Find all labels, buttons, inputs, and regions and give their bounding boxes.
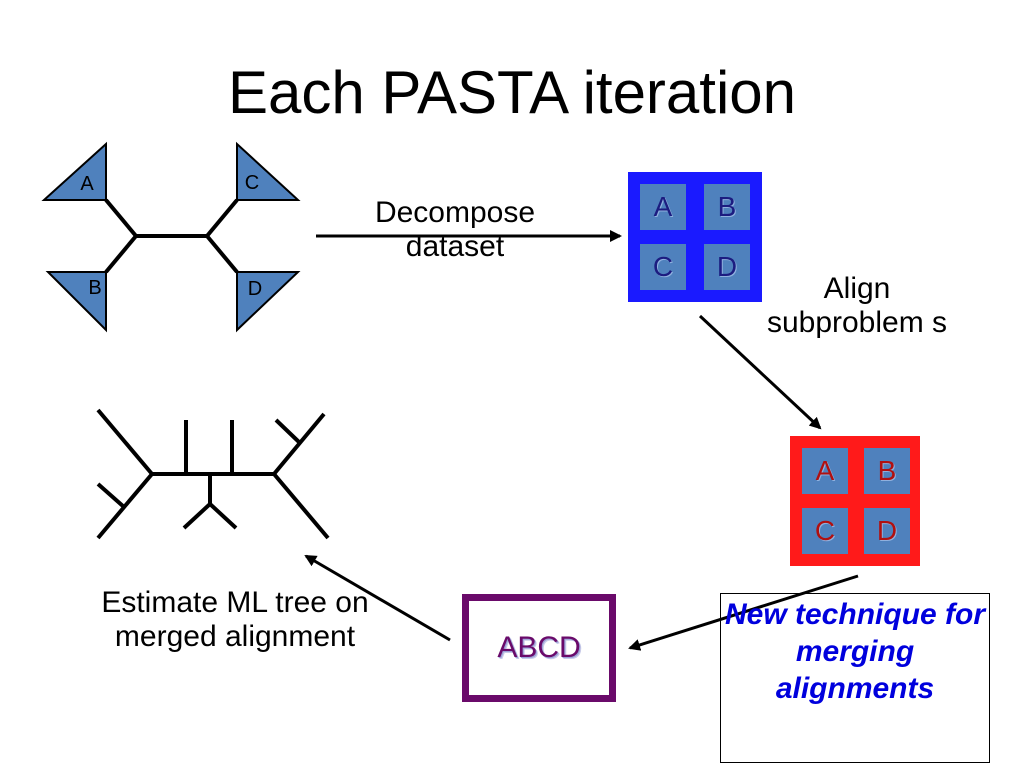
aligned-tile-d: D	[860, 504, 914, 558]
new-technique-label: New technique for merging alignments	[724, 598, 986, 705]
subset-tile-a: A	[636, 180, 690, 234]
merged-alignment-label: ABCD	[497, 631, 581, 664]
tree-branches	[104, 198, 239, 274]
align-label-text: Align subproblem s	[766, 272, 948, 339]
subset-tile-d: D	[700, 240, 754, 294]
arrow-merge	[628, 574, 859, 651]
aligned-tile-a: A	[798, 444, 852, 498]
subsets-aligned: A B C D	[790, 436, 920, 566]
merged-alignment-box: ABCD	[462, 594, 616, 702]
tree-leaf-label-a: A	[80, 173, 94, 195]
triangle-c	[236, 141, 301, 201]
tree-leaf-label-d: D	[248, 278, 262, 300]
tree-leaf-label-b: B	[88, 277, 101, 299]
triangle-a	[41, 141, 107, 201]
aligned-tile-b: B	[860, 444, 914, 498]
triangle-d	[236, 271, 301, 333]
decompose-label: Decompose dataset	[374, 196, 536, 263]
arrow-align	[698, 314, 822, 430]
arrow-estimate	[304, 554, 451, 642]
estimate-label: Estimate ML tree on merged alignment	[101, 586, 369, 653]
new-technique-box: New technique for merging alignments	[720, 593, 990, 763]
align-label: Align subproblem s	[752, 272, 962, 340]
tree-leaf-label-c: C	[245, 172, 259, 194]
slide-title: Each PASTA iteration	[227, 59, 797, 126]
subset-tile-c: C	[636, 240, 690, 294]
ml-tree	[96, 408, 330, 540]
subsets-unaligned: A B C D	[628, 172, 762, 302]
subset-tile-b: B	[700, 180, 754, 234]
triangle-b	[45, 271, 107, 333]
aligned-tile-c: C	[798, 504, 852, 558]
